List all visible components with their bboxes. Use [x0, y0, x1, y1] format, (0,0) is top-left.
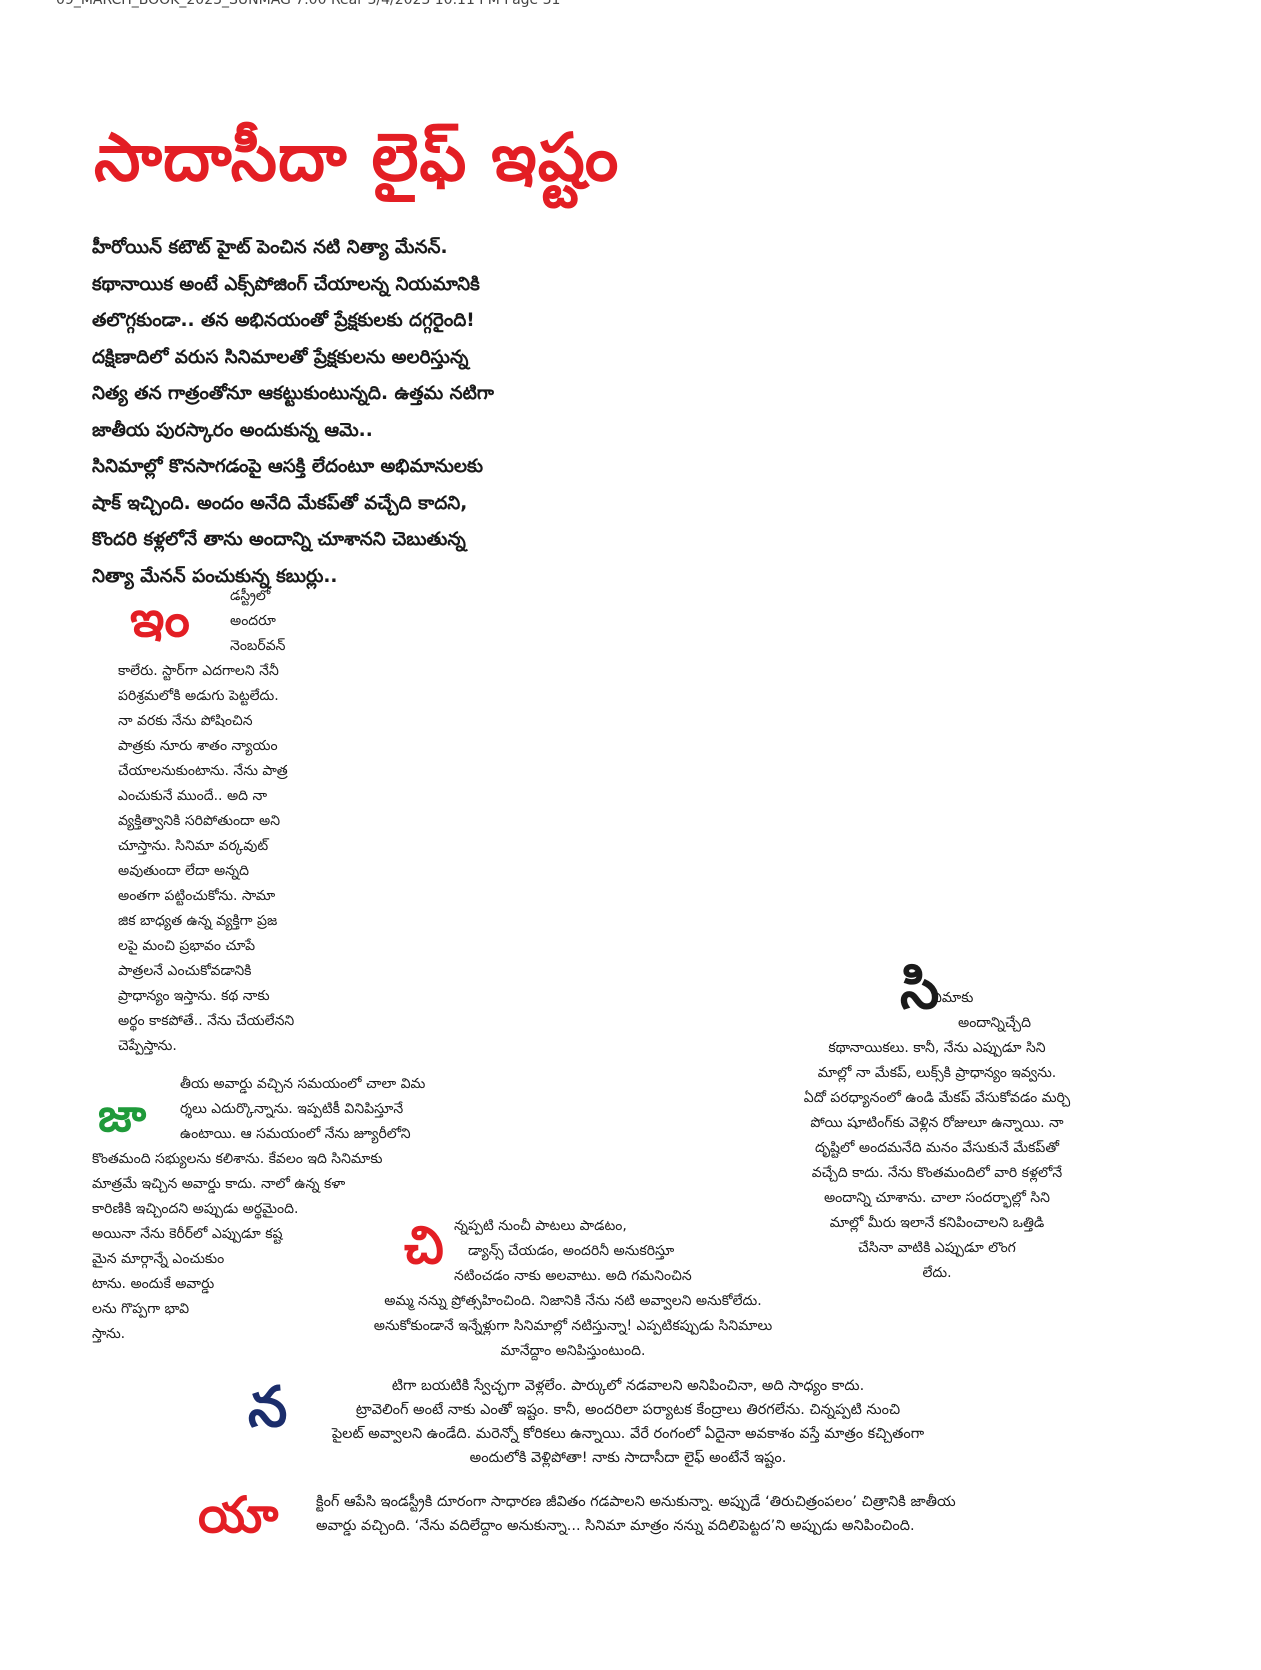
- paragraph-line: మైన మార్గాన్నే ఎంచుకుం: [92, 1251, 225, 1267]
- paragraph-line: వచ్చేది కాదు. నేను కొంతమందిలో వారి కళ్లల…: [811, 1165, 1063, 1181]
- paragraph-line: అయినా నేను కెరీర్‌లో ఎప్పుడూ కష్ట: [92, 1226, 283, 1242]
- paragraph-line: టాను. అందుకే అవార్డు: [92, 1276, 215, 1292]
- paragraph-line: ర్శలు ఎదుర్కొన్నాను. ఇప్పటికీ వినిపిస్తూ…: [180, 1101, 404, 1117]
- section-freedom: న టిగా బయటికి స్వేచ్ఛగా వెళ్లలేం. పార్కు…: [248, 1374, 1008, 1470]
- paragraph-line: కథానాయికలు. కానీ, నేను ఎప్పుడూ సిని: [828, 1040, 1046, 1056]
- section-industry: ఇం డస్ట్రీలో అందరూ నెంబర్‌వన్‌ కాలేరు. స…: [118, 584, 368, 1059]
- paragraph-line: డ్యాన్స్‌ చేయడం, అందరినీ అనుకరిస్తూ: [468, 1243, 675, 1259]
- paragraph-line: చేసినా వాటికి ఎప్పుడూ లొంగ: [858, 1240, 1016, 1256]
- intro-line: సినిమాల్లో కొనసాగడంపై ఆసక్తి లేదంటూ అభిమ…: [92, 456, 484, 477]
- paragraph-line: అందరూ: [230, 613, 276, 629]
- paragraph-line: పోయి షూటింగ్‌కు వెళ్లిన రోజులూ ఉన్నాయి. …: [810, 1115, 1064, 1131]
- paragraph-line: టిగా బయటికి స్వేచ్ఛగా వెళ్లలేం. పార్కులో…: [391, 1378, 865, 1394]
- paragraph-line: ప్రాధాన్యం ఇస్తాను. కథ నాకు: [118, 988, 270, 1004]
- paragraph-line: కాలేరు. స్టార్‌గా ఎదగాలని నేనీ: [118, 663, 279, 679]
- paragraph-line: మాల్లో మీరు ఇలానే కనిపించాలని ఒత్తిడి: [829, 1215, 1045, 1231]
- paragraph-line: ఉంటాయి. ఆ సమయంలో నేను జ్యూరీలోని: [180, 1126, 411, 1142]
- section-beauty: సి నిమాకు అందాన్నిచ్చేది కథానాయికలు. కాన…: [782, 962, 1092, 1286]
- paragraph-line: మానేద్దాం అనిపిస్తుంటుంది.: [500, 1343, 646, 1359]
- paragraph-line: పాత్రకు నూరు శాతం న్యాయం: [118, 738, 278, 754]
- paragraph-line: నటించడం నాకు అలవాటు. అది గమనించిన: [454, 1268, 692, 1284]
- paragraph-line: అవార్డు వచ్చింది. ‘నేను వదిలేద్దాం అనుకు…: [316, 1518, 915, 1534]
- paragraph-line: లేదు.: [922, 1265, 952, 1281]
- paragraph-line: అమ్మ నన్ను ప్రోత్సహించింది. నిజానికి నేన…: [384, 1293, 762, 1309]
- paragraph-line: క్టింగ్‌ ఆపేసి ఇండస్ట్రీకి దూరంగా సాధారణ…: [316, 1494, 956, 1510]
- paragraph-line: అవుతుందా లేదా అన్నది: [118, 863, 250, 879]
- paragraph-line: అనుకోకుండానే ఇన్నేళ్లుగా సినిమాల్లో నటిస…: [373, 1318, 773, 1334]
- paragraph-line: న్నప్పటి నుంచీ పాటలు పాడటం,: [454, 1218, 627, 1234]
- intro-line: నిత్యా మేనన్‌ పంచుకున్న కబుర్లు..: [92, 565, 338, 587]
- dropcap-letter: ఇం: [130, 590, 190, 648]
- paragraph-line: నా వరకు నేను పోషించిన: [118, 713, 253, 729]
- print-slug: 09_MARCH_BOOK_2023_SUNMAG 7.00 Rear 3/4/…: [56, 0, 561, 8]
- intro-line: హీరోయిన్‌ కటౌట్‌ హైట్‌ పెంచిన నటి నిత్యా…: [92, 237, 448, 258]
- paragraph-line: పరిశ్రమలోకి అడుగు పెట్టలేదు.: [118, 688, 279, 704]
- paragraph-line: స్తాను.: [92, 1326, 126, 1342]
- section-childhood: చి న్నప్పటి నుంచీ పాటలు పాడటం, డ్యాన్స్‌…: [338, 1214, 808, 1364]
- paragraph-line: కొంతమంది సభ్యులను కలిశాను. కేవలం ఇది సిన…: [92, 1151, 383, 1167]
- intro-line: కథానాయిక అంటే ఎక్స్‌పోజింగ్‌ చేయాలన్న ని…: [92, 273, 480, 295]
- paragraph-line: వ్యక్తిత్వానికి సరిపోతుందా అని: [118, 813, 281, 829]
- paragraph-line: మాత్రమే ఇచ్చిన అవార్డు కాదు. నాలో ఉన్న క…: [92, 1176, 346, 1192]
- paragraph-line: డస్ట్రీలో: [230, 588, 271, 604]
- paragraph-line: దృష్టిలో అందమనేది మనం వేసుకునే మేకప్‌తో: [814, 1140, 1060, 1156]
- paragraph-line: లపై మంచి ప్రభావం చూపే: [118, 938, 256, 954]
- paragraph-line: ట్రావెలింగ్‌ అంటే నాకు ఎంతో ఇష్టం. కానీ,…: [355, 1402, 901, 1418]
- paragraph-line: మాల్లో నా మేకప్‌, లుక్స్‌కి ప్రాధాన్యం ఇ…: [817, 1065, 1057, 1081]
- paragraph-line: కారిణికి ఇచ్చిందని అప్పుడు అర్థమైంది.: [92, 1201, 299, 1217]
- paragraph-line: ఏదో పరధ్యానంలో ఉండి మేకప్‌ వేసుకోవడం మర్…: [803, 1090, 1071, 1106]
- intro-line: జాతీయ పురస్కారం అందుకున్న ఆమె..: [92, 419, 373, 441]
- paragraph-line: పైలట్‌ అవ్వాలని ఉండేది. మరెన్నో కోరికలు …: [331, 1426, 925, 1442]
- dropcap-letter: జా: [98, 1088, 147, 1142]
- dropcap-letter: యా: [198, 1486, 279, 1544]
- paragraph-line: అందాన్నిచ్చేది: [958, 1015, 1031, 1031]
- paragraph-line: అందులోకి వెళ్లిపోతా! నాకు సాదాసీదా లైఫ్‌…: [469, 1450, 787, 1466]
- paragraph-line: నెంబర్‌వన్‌: [230, 638, 286, 654]
- paragraph-line: తీయ అవార్డు వచ్చిన సమయంలో చాలా విమ: [180, 1076, 426, 1092]
- paragraph-line: జిక బాధ్యత ఉన్న వ్యక్తిగా ప్రజ: [118, 913, 278, 929]
- dropcap-letter: చి: [404, 1216, 444, 1276]
- section-quit-acting: యా క్టింగ్‌ ఆపేసి ఇండస్ట్రీకి దూరంగా సాధ…: [198, 1486, 1058, 1544]
- dropcap-letter: సి: [900, 957, 940, 1022]
- intro-line: నిత్య తన గాత్రంతోనూ ఆకట్టుకుంటున్నది. ఉత…: [92, 383, 494, 404]
- intro-line: దక్షిణాదిలో వరుస సినిమాలతో ప్రేక్షకులను …: [92, 346, 469, 368]
- paragraph-line: చెప్పేస్తాను.: [118, 1038, 177, 1054]
- paragraph-line: నిమాకు: [932, 990, 974, 1006]
- paragraph-line: చేయాలనుకుంటాను. నేను పాత్ర: [118, 763, 288, 779]
- intro-line: కొందరి కళ్లలోనే తాను అందాన్ని చూశానని చె…: [92, 529, 466, 550]
- intro-paragraph: హీరోయిన్‌ కటౌట్‌ హైట్‌ పెంచిన నటి నిత్యా…: [92, 230, 542, 595]
- paragraph-line: అర్థం కాకపోతే.. నేను చేయలేనని: [118, 1013, 295, 1029]
- paragraph-line: ఎంచుకునే ముందే.. అది నా: [118, 788, 268, 804]
- dropcap-letter: న: [248, 1375, 288, 1440]
- intro-line: తలొగ్గకుండా.. తన అభినయంతో ప్రేక్షకులకు ద…: [92, 310, 475, 331]
- paragraph-line: అంతగా పట్టించుకోను. సామా: [118, 888, 276, 904]
- article-title: సాదాసీదా లైఫ్‌ ఇష్టం: [94, 119, 620, 196]
- paragraph-line: చూస్తాను. సినిమా వర్కవుట్‌: [118, 838, 269, 854]
- intro-line: షాక్‌ ఇచ్చింది. అందం అనేది మేకప్‌తో వచ్చ…: [92, 492, 468, 514]
- paragraph-line: పాత్రలనే ఎంచుకోవడానికి: [118, 963, 252, 979]
- section-national-award: జా తీయ అవార్డు వచ్చిన సమయంలో చాలా విమ ర్…: [92, 1072, 472, 1347]
- paragraph-line: లను గొప్పగా భావి: [92, 1301, 190, 1317]
- paragraph-line: అందాన్ని చూశాను. చాలా సందర్భాల్లో సిని: [823, 1190, 1051, 1206]
